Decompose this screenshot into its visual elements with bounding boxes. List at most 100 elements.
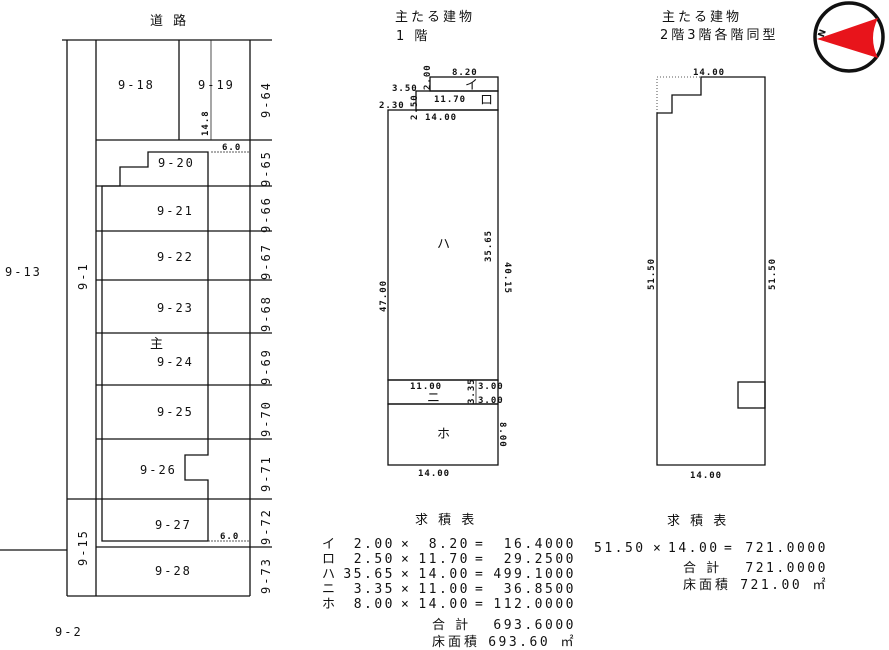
svg-text:×: × xyxy=(401,567,411,582)
floor23-outline xyxy=(656,76,766,466)
floor23-plan: 主たる建物 2階3階各階同型 14.00 51.50 51.50 14.00 xyxy=(647,10,779,481)
svg-text:112.0000: 112.0000 xyxy=(493,597,576,612)
svg-text:ニ: ニ xyxy=(322,582,338,597)
svg-text:×: × xyxy=(401,582,411,597)
table-title: 求 積 表 xyxy=(415,513,477,528)
dim-label: 14.00 xyxy=(693,68,725,78)
svg-text:36.8500: 36.8500 xyxy=(504,582,576,597)
svg-text:3.35: 3.35 xyxy=(354,582,395,597)
total-label: 合 計 xyxy=(683,560,722,576)
dim-label: 35.65 xyxy=(484,230,494,262)
area-table-floor1: 求 積 表 イ 2.00 × 8.20 = 16.4000 ロ 2.50 × 1… xyxy=(322,513,576,650)
table-row: ロ 2.50 × 11.70 = 29.2500 xyxy=(322,552,574,567)
adjacent-lot-label: 9-66 xyxy=(259,196,273,233)
dim-14-8: 14.8 xyxy=(201,110,211,136)
svg-text:51.50: 51.50 xyxy=(594,541,646,556)
dim-label: 14.00 xyxy=(425,113,457,123)
floor-area-value: 693.60 ㎡ xyxy=(488,635,576,650)
adjacent-lot-label: 9-64 xyxy=(259,81,273,118)
floor23-title: 主たる建物 xyxy=(662,10,742,25)
section-label: ロ xyxy=(480,93,496,108)
svg-text:14.00: 14.00 xyxy=(668,541,720,556)
svg-text:ホ: ホ xyxy=(322,597,338,612)
main-building-outline xyxy=(101,151,209,542)
dim-6-0-top: 6.0 xyxy=(222,143,241,153)
table-row: ニ 3.35 × 11.00 = 36.8500 xyxy=(322,582,576,597)
lot-label: 9-22 xyxy=(157,250,194,264)
total-value: 693.6000 xyxy=(493,618,576,633)
dim-label: 3.50 xyxy=(392,84,418,94)
dim-label: 8.00 xyxy=(497,422,507,448)
svg-text:=: = xyxy=(475,597,485,612)
adjacent-lot-label: 9-73 xyxy=(259,557,273,594)
site-map: 道 路 14.8 6.0 6.0 9-18 9-19 xyxy=(0,13,273,639)
svg-text:8.20: 8.20 xyxy=(429,537,470,552)
north-arrow-icon xyxy=(817,18,878,58)
adjacent-lot-label: 9-1 xyxy=(76,262,90,290)
adjacent-lot-label: 9-71 xyxy=(259,455,273,492)
floor1-title: 主たる建物 xyxy=(395,10,475,25)
lot-label: 9-21 xyxy=(157,204,194,218)
main-building-marker: 主 xyxy=(150,337,166,352)
lot-label: 9-18 xyxy=(118,78,155,92)
section-label: ホ xyxy=(437,427,453,442)
svg-text:16.4000: 16.4000 xyxy=(504,537,576,552)
table-row: ホ 8.00 × 14.00 = 112.0000 xyxy=(322,597,576,612)
dim-label: 2.00 xyxy=(423,64,433,90)
svg-text:×: × xyxy=(401,537,411,552)
lot-label: 9-27 xyxy=(155,518,192,532)
adjacent-lot-label: 9-68 xyxy=(259,295,273,332)
floor23-notch xyxy=(737,381,766,409)
section-i xyxy=(429,76,499,92)
lot-label: 9-26 xyxy=(140,463,177,477)
svg-text:14.00: 14.00 xyxy=(418,597,470,612)
section-ho xyxy=(387,403,499,466)
north-label: N xyxy=(817,28,829,39)
lot-boundaries xyxy=(0,139,272,597)
dim-label: 3.00 xyxy=(478,382,504,392)
floor-area-label: 床面積 xyxy=(432,635,480,650)
road-label: 道 路 xyxy=(150,13,189,29)
adjacent-lot-label: 9-65 xyxy=(259,150,273,187)
floor1-plan: 主たる建物 1 階 8.20 2.00 3.50 11.70 2.50 2.30… xyxy=(379,10,512,479)
dim-6-0-bottom: 6.0 xyxy=(220,532,239,542)
total-value: 721.0000 xyxy=(745,561,828,576)
table-row: イ 2.00 × 8.20 = 16.4000 xyxy=(322,537,576,552)
lot-label: 9-25 xyxy=(157,405,194,419)
table-row: 51.50 × 14.00 = 721.0000 xyxy=(594,541,826,556)
dim-label: 11.00 xyxy=(410,382,442,392)
floor-area-label: 床面積 xyxy=(683,578,731,593)
svg-text:11.70: 11.70 xyxy=(418,552,470,567)
svg-text:499.1000: 499.1000 xyxy=(493,567,576,582)
adjacent-lot-label: 9-72 xyxy=(259,508,273,545)
svg-text:=: = xyxy=(475,537,485,552)
dim-label: 11.70 xyxy=(434,95,466,105)
floor23-subtitle: 2階3階各階同型 xyxy=(660,27,779,43)
dim-label: 3.35 xyxy=(467,378,477,404)
svg-text:=: = xyxy=(724,541,734,556)
lot-label: 9-19 xyxy=(198,78,235,92)
lot-label: 9-24 xyxy=(157,355,194,369)
svg-text:ロ: ロ xyxy=(322,552,338,567)
dim-label: 2.50 xyxy=(410,94,420,120)
svg-text:2.50: 2.50 xyxy=(354,552,395,567)
svg-text:×: × xyxy=(401,597,411,612)
adjacent-lot-label: 9-69 xyxy=(259,348,273,385)
svg-text:=: = xyxy=(475,552,485,567)
svg-text:35.65: 35.65 xyxy=(343,567,395,582)
dim-label: 8.20 xyxy=(452,68,478,78)
dim-label: 3.00 xyxy=(478,396,504,406)
svg-text:イ: イ xyxy=(322,537,338,552)
svg-text:14.00: 14.00 xyxy=(418,567,470,582)
adjacent-lot-label: 9-15 xyxy=(76,529,90,566)
section-label: ハ xyxy=(437,237,453,252)
dim-label: 51.50 xyxy=(768,258,778,290)
svg-text:×: × xyxy=(653,541,663,556)
adjacent-lot-label: 9-70 xyxy=(259,400,273,437)
svg-text:×: × xyxy=(401,552,411,567)
svg-text:8.00: 8.00 xyxy=(354,597,395,612)
total-label: 合 計 xyxy=(432,617,471,633)
dim-label: 51.50 xyxy=(647,258,657,290)
north-compass: N xyxy=(813,1,885,73)
